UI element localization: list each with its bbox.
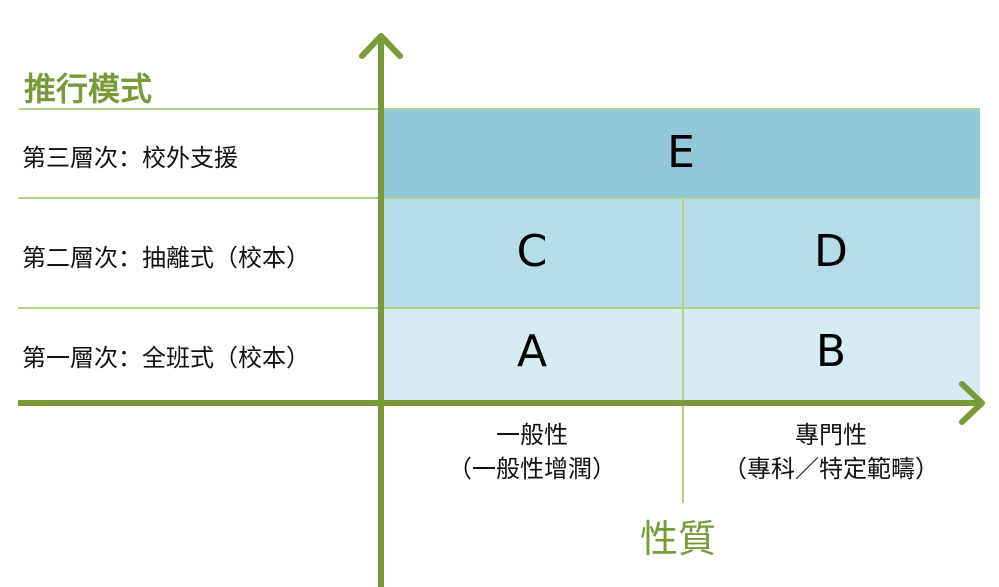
cell-D: D — [814, 226, 848, 277]
column-heading-general: 一般性 （一般性增潤） — [382, 418, 682, 486]
row-label-tier2: 第二層次：抽離式（校本） — [22, 244, 310, 272]
row-label-tier3: 第三層次：校外支援 — [22, 144, 238, 172]
column-heading-general-line1: 一般性 — [496, 421, 568, 449]
tier1-band — [383, 308, 980, 400]
cell-A: A — [516, 326, 548, 377]
tier3-band — [383, 109, 980, 198]
y-axis-arrow — [359, 33, 403, 59]
y-axis-title: 推行模式 — [24, 70, 153, 108]
grid-line-top — [18, 108, 980, 110]
cell-C: C — [516, 226, 548, 277]
x-axis-title: 性質 — [640, 517, 717, 561]
row-label-tier1: 第一層次：全班式（校本） — [22, 344, 310, 372]
column-heading-specialized: 專門性 （專科／特定範疇） — [681, 418, 981, 486]
column-heading-specialized-line1: 專門性 — [795, 421, 867, 449]
column-heading-general-line2: （一般性增潤） — [448, 455, 616, 483]
grid-line-3 — [18, 307, 980, 309]
grid-line-2 — [18, 197, 980, 199]
column-divider — [682, 198, 684, 503]
cell-E: E — [667, 127, 695, 178]
tier2-band — [383, 198, 980, 308]
x-axis-arrow — [959, 381, 985, 425]
cell-B: B — [815, 326, 847, 377]
column-heading-specialized-line2: （專科／特定範疇） — [723, 455, 939, 483]
